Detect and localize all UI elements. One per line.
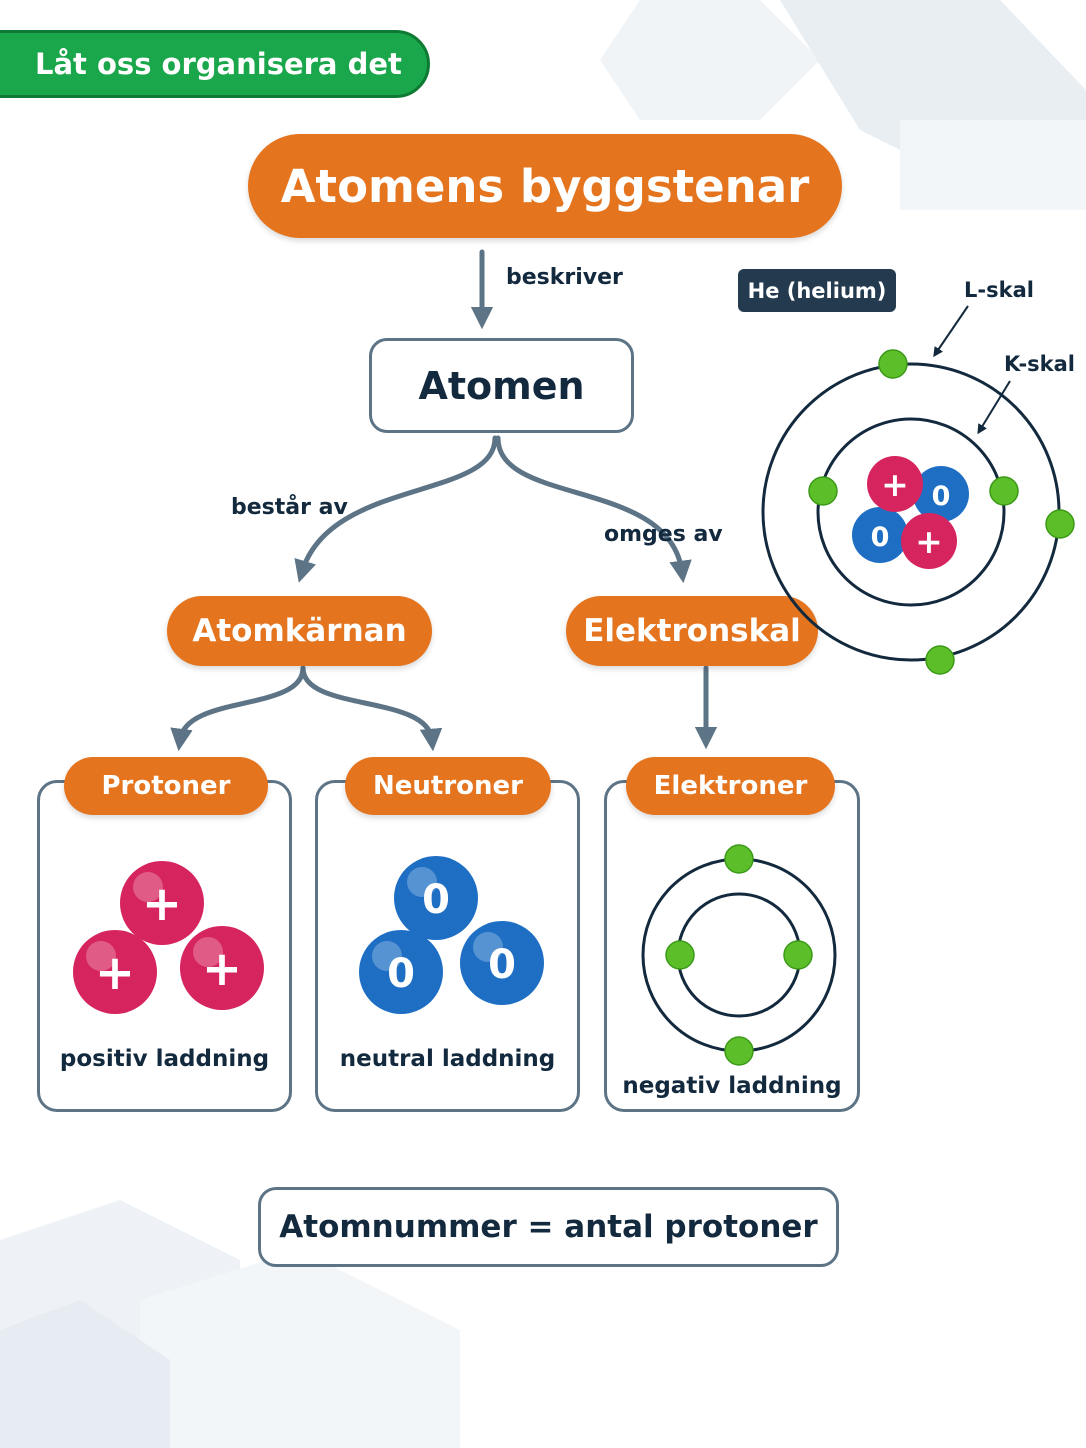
electron-particle (724, 1036, 754, 1066)
node-atom: Atomen (369, 338, 634, 433)
neutrons-illustration: 0 0 0 (359, 856, 544, 1014)
electrons-illustration (641, 844, 837, 1066)
electrons-header: Elektroner (626, 757, 835, 815)
svg-text:0: 0 (488, 942, 516, 988)
atomic-number-formula: Atomnummer = antal protoner (258, 1187, 839, 1267)
helium-label: He (helium) (738, 269, 896, 312)
card-electrons: negativ laddning (604, 780, 860, 1112)
arrow-nucleus-to-protons (170, 665, 306, 752)
arrow-nucleus-to-neutrons (300, 665, 443, 752)
electron-particle (665, 940, 695, 970)
protons-charge-label: positiv laddning (59, 1046, 270, 1072)
neutron-particle: 0 (394, 856, 478, 940)
electron-particle (783, 940, 813, 970)
card-protons: + + + positiv laddning (37, 780, 292, 1112)
neutrons-charge-label: neutral laddning (339, 1046, 556, 1072)
edge-label-surrounded-by: omges av (604, 522, 723, 547)
edge-label-describes: beskriver (506, 265, 623, 290)
arrow-atom-to-shell (495, 435, 692, 584)
electron-particle (724, 844, 754, 874)
svg-text:+: + (95, 945, 135, 1001)
proton-particle: + (73, 930, 157, 1014)
svg-text:0: 0 (422, 877, 450, 923)
neutron-particle: 0 (460, 921, 544, 1005)
electrons-charge-label: negativ laddning (622, 1073, 842, 1099)
neutrons-header: Neutroner (345, 757, 551, 815)
node-nucleus: Atomkärnan (167, 596, 432, 666)
protons-illustration: + + + (73, 861, 264, 1014)
protons-header: Protoner (64, 757, 268, 815)
edge-label-consists-of: består av (231, 495, 348, 520)
neutron-particle: 0 (359, 930, 443, 1014)
svg-text:+: + (202, 941, 242, 997)
arrow-atom-to-nucleus (294, 435, 498, 583)
card-neutrons: 0 0 0 neutral laddning (315, 780, 580, 1112)
proton-particle: + (120, 861, 204, 945)
node-electron-shell: Elektronskal (566, 596, 818, 666)
section-tag: Låt oss organisera det (0, 30, 430, 98)
svg-text:+: + (142, 876, 182, 932)
proton-particle: + (180, 926, 264, 1010)
svg-text:0: 0 (387, 951, 415, 997)
diagram-title: Atomens byggstenar (248, 134, 842, 238)
